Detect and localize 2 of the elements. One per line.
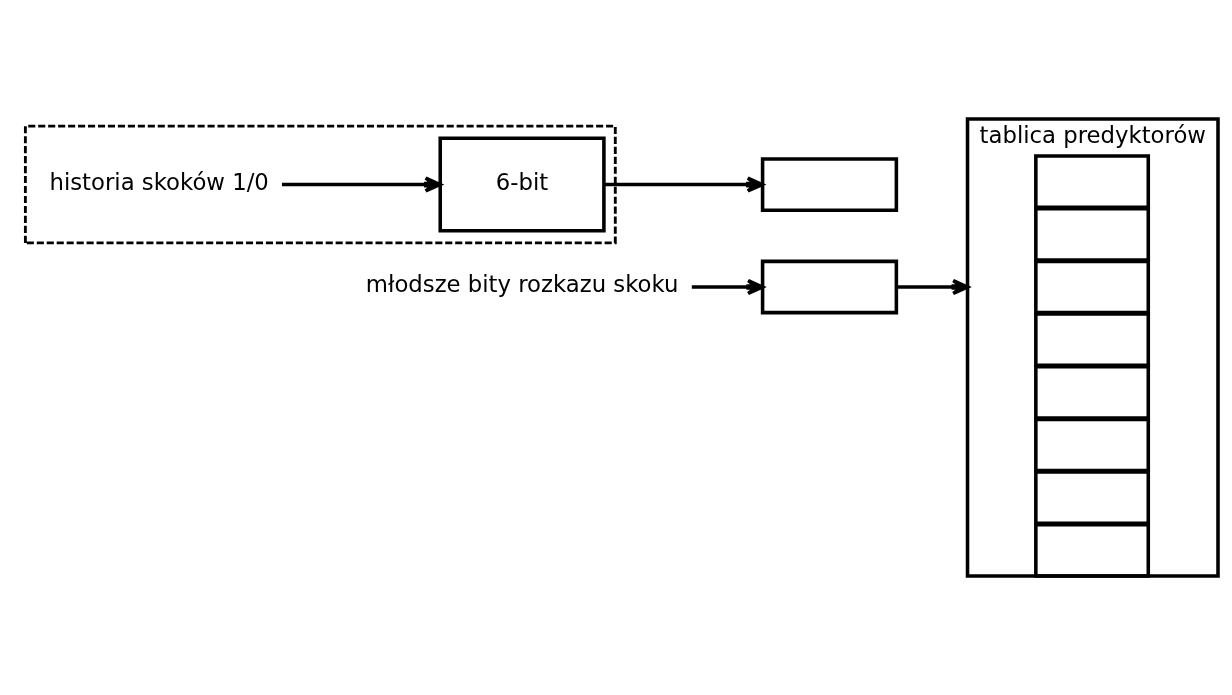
node-text: historia skoków 1/0 — [49, 168, 269, 195]
node-text: młodsze bity rozkazu skoku — [365, 271, 679, 298]
